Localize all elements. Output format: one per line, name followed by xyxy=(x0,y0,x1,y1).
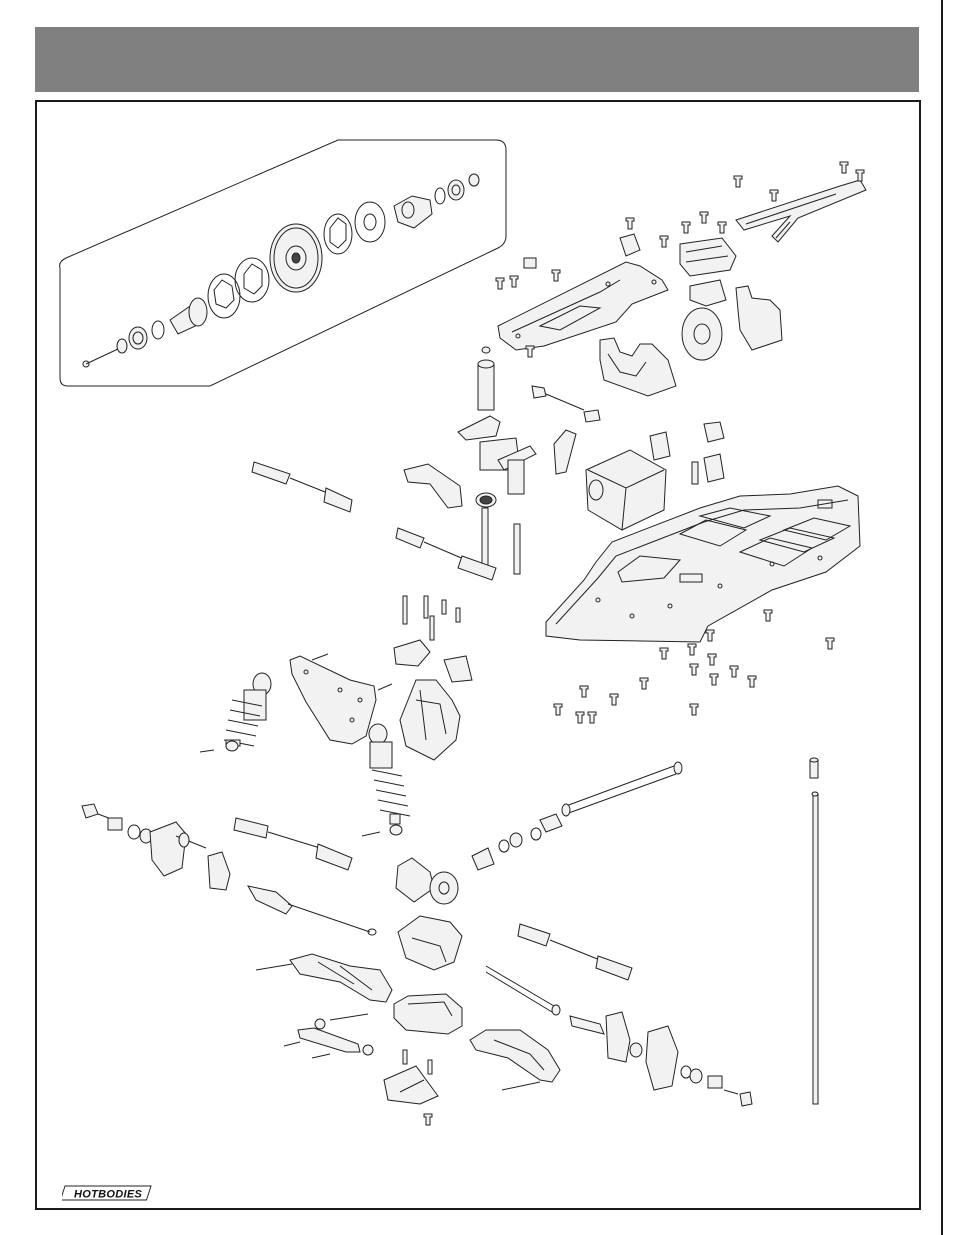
servo-saver-steering-icon xyxy=(403,346,601,575)
drive-shaft-icon xyxy=(485,761,683,1016)
page-edge-rule xyxy=(941,0,943,1235)
diagram-frame xyxy=(35,100,921,1210)
slipper-clutch-spur-gear-detail-icon xyxy=(59,139,507,387)
screw-set-icon xyxy=(423,161,865,1126)
pin-set-icon xyxy=(199,595,461,1075)
top-deck-icon xyxy=(497,179,867,351)
servo-icon xyxy=(585,421,725,531)
differential-icon xyxy=(395,813,563,971)
turnbuckle-icon xyxy=(233,461,633,981)
antenna-tube-icon xyxy=(809,757,819,1105)
suspension-arm-icon xyxy=(255,953,561,1105)
header-bar xyxy=(35,27,919,92)
main-chassis-plate-icon xyxy=(545,485,861,643)
rear-hub-carrier-icon xyxy=(569,1011,753,1107)
bulkhead-icon xyxy=(523,233,783,397)
front-hub-carrier-icon xyxy=(81,803,377,936)
logo-text: HOTBODIES xyxy=(74,1189,142,1201)
hotbodies-logo: HOTBODIES xyxy=(62,1185,152,1201)
shock-tower-icon xyxy=(289,639,473,761)
shock-absorber-icon xyxy=(223,672,411,836)
